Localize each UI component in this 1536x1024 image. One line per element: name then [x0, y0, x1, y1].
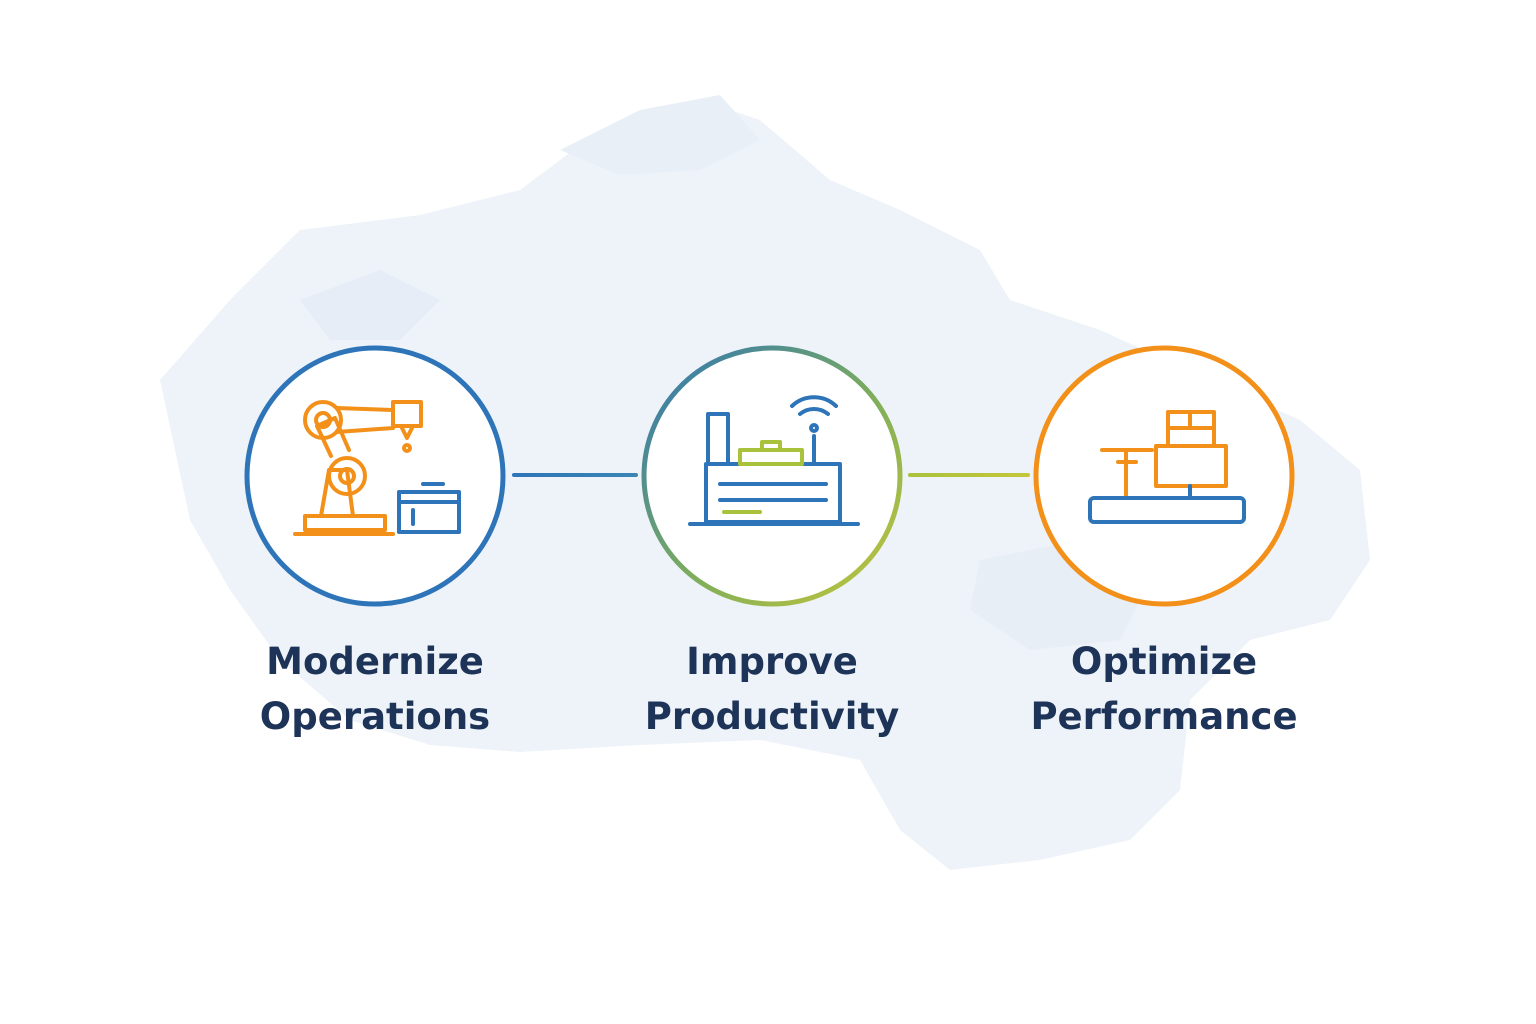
- step-label-line1: Modernize: [266, 640, 484, 683]
- robot-arm-icon: [293, 400, 461, 536]
- step-label-line1: Optimize: [1070, 640, 1258, 683]
- connector-line-1: [512, 473, 638, 477]
- conveyor-package-icon: [1088, 410, 1246, 524]
- step-ring: [640, 344, 904, 608]
- connector-line-2: [908, 473, 1030, 477]
- step-label: Optimize Performance: [942, 634, 1386, 744]
- step-label-line2: Performance: [1030, 695, 1298, 738]
- step-label: Modernize Operations: [153, 634, 597, 744]
- step-modernize-operations: Modernize Operations: [243, 344, 507, 738]
- step-label-line1: Improve: [686, 640, 858, 683]
- step-ring: [243, 344, 507, 608]
- step-improve-productivity: Improve Productivity: [640, 344, 904, 738]
- smart-machine-icon: [688, 395, 860, 526]
- step-label: Improve Productivity: [550, 634, 994, 744]
- step-optimize-performance: Optimize Performance: [1030, 344, 1298, 738]
- step-label-line2: Productivity: [644, 695, 900, 738]
- step-ring: [1032, 344, 1296, 608]
- step-label-line2: Operations: [259, 695, 491, 738]
